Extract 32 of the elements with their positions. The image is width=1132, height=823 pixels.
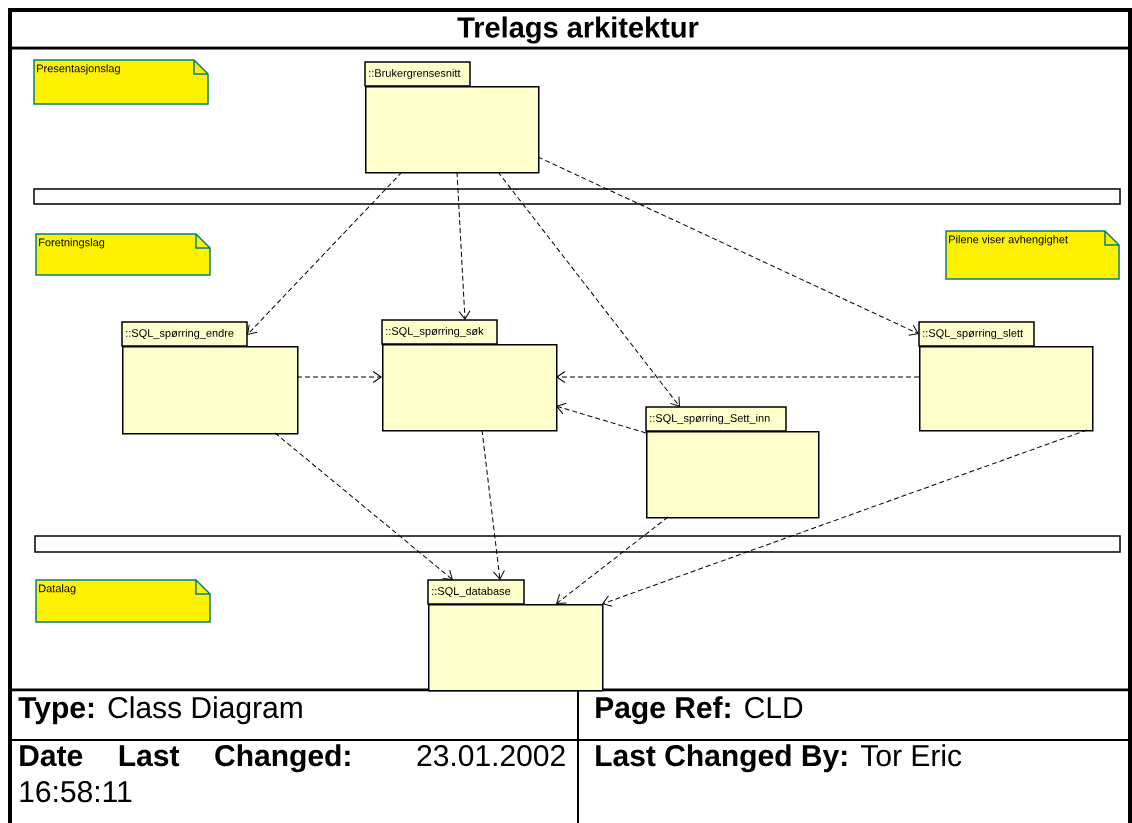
table-cell-text: Last Changed By: Tor Eric (596, 744, 962, 773)
node-label: ::SQL_spørring_søk (386, 326, 484, 338)
package-box: ::Brukergrensesnitt (364, 61, 540, 174)
note-box: Presentasjonslag (33, 59, 209, 105)
package-box: ::SQL_spørring_søk (381, 319, 558, 432)
node-label: ::SQL_spørring_Sett_inn (650, 413, 770, 425)
title: Trelags arkitektur (457, 16, 699, 44)
note-box: Foretningslag (35, 233, 211, 276)
note-box: Datalag (35, 579, 211, 623)
node-label: ::Brukergrensesnitt (369, 68, 461, 80)
table-cell-text: Type: Class Diagram (18, 696, 302, 725)
node-label: ::SQL_spørring_slett (923, 328, 1023, 340)
package-box: ::SQL_database (427, 579, 604, 692)
dependency-arrow (481, 429, 505, 580)
node-label: ::SQL_spørring_endre (126, 328, 234, 340)
package-box: ::SQL_spørring_slett (918, 321, 1094, 432)
table-cell-text: Page Ref: CLD (596, 696, 803, 725)
dependency-arrow (556, 402, 647, 434)
dependency-arrow (556, 371, 920, 383)
dependency-arrow (274, 432, 453, 580)
node-label: ::SQL_database (432, 586, 511, 598)
dependency-arrow (537, 156, 919, 336)
table-cell-text: Date Last Changed: 23.01.2002 16:58:11 (20, 744, 565, 803)
dependency-arrow (497, 171, 680, 407)
dependency-arrow (296, 371, 382, 383)
dependency-arrow (456, 171, 471, 320)
dependency-arrow (602, 429, 1088, 607)
package-box: ::SQL_spørring_Sett_inn (645, 406, 820, 519)
package-box: ::SQL_spørring_endre (121, 321, 299, 435)
note-box: Pilene viser avhengighet (945, 230, 1120, 280)
dependency-arrow (247, 171, 403, 335)
dependency-arrow (556, 516, 669, 604)
